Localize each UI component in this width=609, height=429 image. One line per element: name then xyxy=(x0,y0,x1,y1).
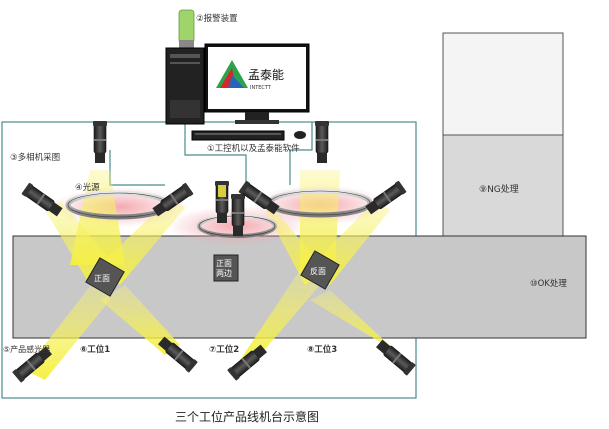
sensor-label: ⑤产品感光器 xyxy=(3,344,50,354)
monitor-icon xyxy=(204,43,310,124)
mouse-icon xyxy=(294,131,306,139)
product-station3 xyxy=(300,250,340,290)
camera-accent xyxy=(218,185,226,197)
ng-label: ⑨NG处理 xyxy=(479,183,519,195)
product-station2-label-2: 两边 xyxy=(216,268,232,278)
ok-label: ⑩OK处理 xyxy=(530,278,567,289)
ng-tower xyxy=(442,32,564,238)
alarm-label: ②报警装置 xyxy=(196,13,238,24)
camera-icon xyxy=(314,120,330,164)
product-station2-label-1: 正面 xyxy=(216,259,232,268)
pc-tower-icon xyxy=(165,47,205,125)
station2-label: ⑦工位2 xyxy=(209,344,239,355)
monitor-brand: 孟泰能 xyxy=(248,68,284,82)
camera-icon xyxy=(230,193,246,237)
camera-icon xyxy=(92,120,108,164)
station3-label: ⑧工位3 xyxy=(307,344,337,355)
alarm-light-icon xyxy=(178,9,195,48)
diagram-caption: 三个工位产品线机台示意图 xyxy=(175,409,319,424)
station1-label: ⑥工位1 xyxy=(80,344,110,355)
product-station1-label: 正面 xyxy=(94,274,110,283)
product-station1 xyxy=(85,257,125,297)
keyboard-icon xyxy=(191,130,285,141)
product-station2 xyxy=(213,254,239,282)
camera-icon xyxy=(374,337,417,377)
camera-icon xyxy=(156,334,199,374)
monitor-brand-sub: INTECTT xyxy=(250,85,272,91)
light-source-label: ④光源 xyxy=(75,182,100,193)
product-station3-label: 反面 xyxy=(310,266,326,276)
multi-camera-label: ③多相机采图 xyxy=(10,152,60,163)
ipc-label: ①工控机以及孟泰能软件 xyxy=(207,143,300,154)
